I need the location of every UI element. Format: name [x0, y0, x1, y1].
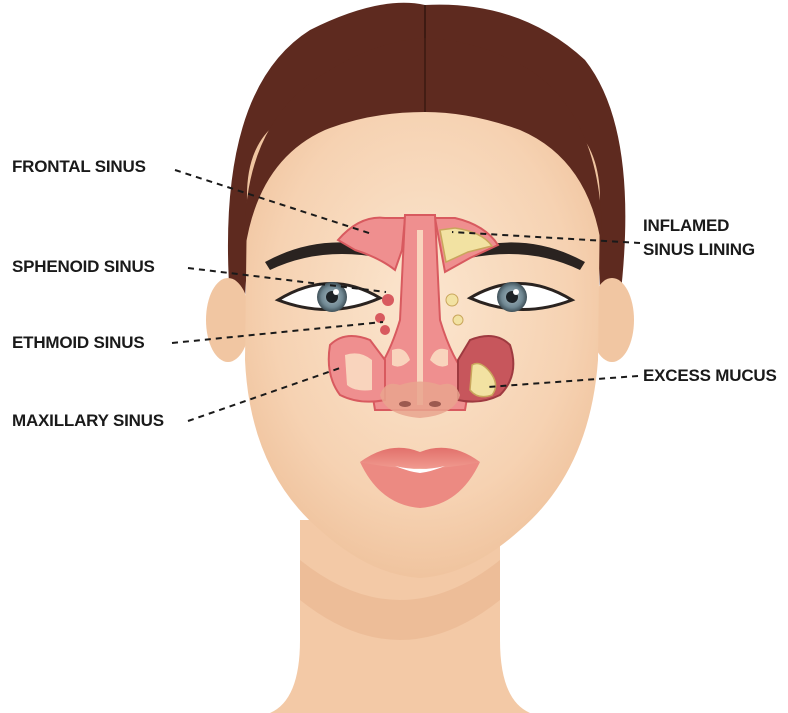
- inflamed-label-line2: SINUS LINING: [643, 238, 755, 262]
- ethmoid-sinus-label: ETHMOID SINUS: [12, 331, 144, 355]
- inflamed-label-line1: INFLAMED: [643, 214, 755, 238]
- excess-mucus-label: EXCESS MUCUS: [643, 364, 777, 388]
- sphenoid-sinus-label: SPHENOID SINUS: [12, 255, 155, 279]
- frontal-sinus-label: FRONTAL SINUS: [12, 155, 146, 179]
- inflamed-sinus-lining-label: INFLAMED SINUS LINING: [643, 214, 755, 262]
- maxillary-sinus-label: MAXILLARY SINUS: [12, 409, 164, 433]
